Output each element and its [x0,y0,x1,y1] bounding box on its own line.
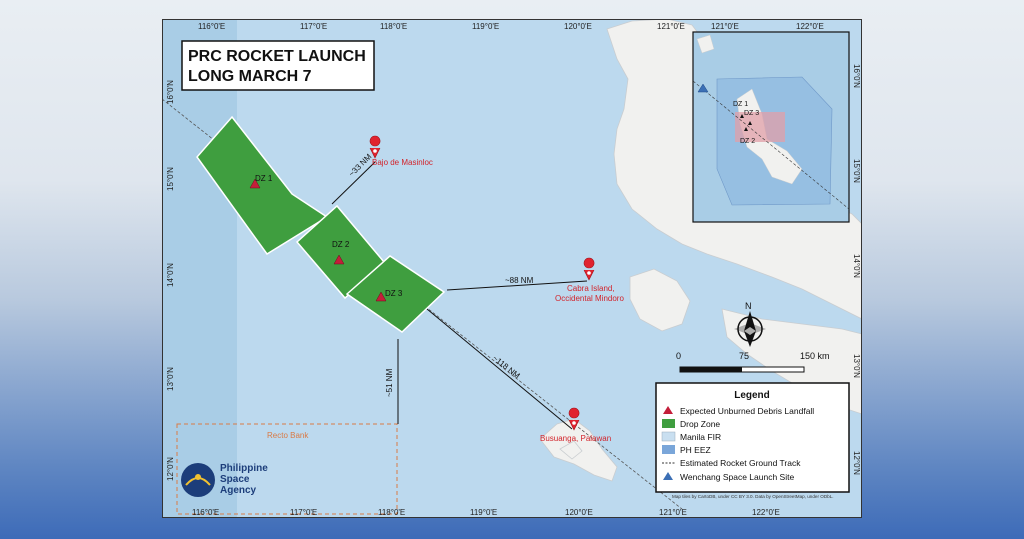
title-line-2: LONG MARCH 7 [188,68,312,85]
label-recto: Recto Bank [267,431,309,440]
top-label-121: 121°0'E [657,22,685,31]
inset-dz2-marker [744,127,748,131]
top-label-117: 117°0'E [300,22,327,31]
legend-swatch-zone [662,419,675,428]
legend-item-zone: Drop Zone [680,419,720,429]
pin-cabra [583,257,595,281]
legend-swatch-eez [662,445,675,454]
inset-right-label-15: 15°0'N [852,159,861,183]
inset-ground-track [692,80,850,210]
right-label-13: 13°0'N [852,354,861,378]
legend-box [655,382,850,493]
inset-dz1-marker [740,114,744,118]
right-label-14: 14°0'N [852,254,861,278]
legend: Legend Expected Unburned Debris Landfall… [655,382,850,493]
top-label-118: 118°0'E [380,22,407,31]
scale-end: 150 km [800,351,830,361]
inset-dz-label-2: DZ 2 [740,138,755,145]
pin-busuanga [568,407,580,431]
right-label-12: 12°0'N [852,451,861,475]
legend-swatch-debris [663,406,673,414]
drop-zone-3 [345,255,446,333]
top-label-120: 120°0'E [564,22,592,31]
scale-zero: 0 [676,351,681,361]
label-busuanga: Busuanga, Palawan [540,434,611,443]
scale-bar [679,366,805,373]
debris-marker-2 [333,254,345,265]
agency-line-2: Space [220,474,250,485]
mindoro-land [629,268,691,332]
recto-bank-area [176,423,398,515]
distance-recto: ~51 NM [385,368,394,397]
map: DZ 1 DZ 2 DZ 3 ~33 NM ~88 NM ~51 NM ~118… [162,19,862,518]
dz-label-1: DZ 1 [255,174,273,183]
agency-line-1: Philippine [220,463,268,474]
debris-marker-1 [249,178,261,189]
bottom-label-122: 122°0'E [752,508,780,517]
inset-dz3-marker [748,121,752,125]
bottom-label-119: 119°0'E [470,508,497,517]
distance-cabra: ~88 NM [505,276,534,285]
debris-marker-3 [375,291,387,302]
inset-top-label-121: 121°0'E [711,22,739,31]
bottom-label-121: 121°0'E [659,508,687,517]
north-label: N [745,301,752,311]
bottom-label-120: 120°0'E [565,508,593,517]
top-label-116: 116°0'E [198,22,225,31]
inset-map: DZ 1 DZ 3 DZ 2 [692,31,850,223]
dz-label-2: DZ 2 [332,240,350,249]
attribution: Map tiles by CartoDB, under CC BY 3.0. D… [672,494,834,499]
pin-bajo [369,135,381,159]
drop-zone-1 [196,115,329,256]
wenchang-marker [697,83,709,93]
bottom-label-118: 118°0'E [378,508,405,517]
legend-item-wenchang: Wenchang Space Launch Site [680,472,794,482]
label-cabra-2: Occidental Mindoro [555,294,624,303]
left-label-16: 16°0'N [166,80,175,104]
label-cabra-1: Cabra Island, [567,284,615,293]
left-label-13: 13°0'N [166,367,175,391]
left-label-14: 14°0'N [166,263,175,287]
inset-dz-label-3: DZ 3 [744,110,759,117]
legend-item-fir: Manila FIR [680,432,721,442]
bottom-label-117: 117°0'E [290,508,317,517]
busuanga-land [559,440,583,460]
agency-line-3: Agency [220,485,257,496]
legend-swatch-fir [661,431,676,442]
inset-land-north [696,34,715,54]
inset-right-label-16: 16°0'N [852,64,861,88]
title-line-1: PRC ROCKET LAUNCH [188,48,366,65]
distance-line-bajo [331,161,376,205]
legend-title: Legend [734,390,770,401]
inset-dz-label-1: DZ 1 [733,101,748,108]
title-box [181,40,375,91]
legend-item-track: Estimated Rocket Ground Track [680,458,801,468]
scale-mid: 75 [739,351,749,361]
inset-top-label-122: 122°0'E [796,22,824,31]
legend-swatch-wenchang [663,472,673,480]
left-label-15: 15°0'N [166,167,175,191]
north-arrow [734,311,766,347]
dz-label-3: DZ 3 [385,289,403,298]
distance-line-cabra [446,280,588,291]
top-label-119: 119°0'E [472,22,499,31]
distance-line-busuanga [426,308,573,430]
distance-lines [331,161,588,430]
label-bajo: Bajo de Masinloc [372,158,433,167]
bottom-label-116: 116°0'E [192,508,219,517]
left-label-12: 12°0'N [166,457,175,481]
agency-logo [181,463,215,497]
legend-item-eez: PH EEZ [680,445,711,455]
legend-item-debris: Expected Unburned Debris Landfall [680,406,814,416]
